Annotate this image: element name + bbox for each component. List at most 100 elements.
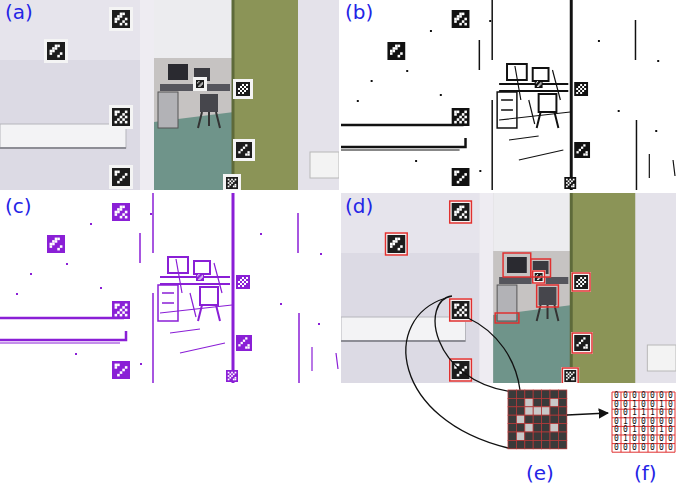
machine [497, 285, 517, 321]
floor-edge [499, 112, 570, 160]
hand-rail [0, 124, 126, 148]
arrow [567, 413, 608, 415]
marker-cell [550, 398, 558, 406]
photo-panel [0, 0, 339, 190]
marker-cell [525, 390, 533, 398]
wall [0, 0, 339, 190]
clutter-edge [176, 259, 222, 317]
noise-dot [430, 30, 432, 32]
table-cell: 0 [648, 444, 657, 453]
aruco-marker [233, 139, 255, 161]
binary-ground [0, 193, 339, 383]
aruco-marker [112, 301, 130, 319]
photo-panel [0, 193, 339, 383]
wall [298, 0, 339, 190]
marker-cell [558, 415, 566, 423]
table-cell: 0 [612, 426, 621, 435]
marker-cell [525, 440, 533, 448]
marker-cell [533, 415, 541, 423]
wall-light [341, 193, 479, 253]
wall [635, 193, 676, 383]
table-cell: 0 [639, 435, 648, 444]
aruco-marker [236, 335, 252, 351]
marker-cell [550, 407, 558, 415]
marker-cell [558, 440, 566, 448]
marker-cell [542, 424, 550, 432]
panel-label: (a) [5, 2, 33, 22]
noise-dot [489, 20, 491, 22]
table-cell: 0 [612, 418, 621, 427]
noise-dot [318, 323, 320, 325]
aruco-marker [44, 39, 68, 63]
table-cell: 0 [648, 426, 657, 435]
marker-cell [542, 440, 550, 448]
noise-dot [260, 233, 262, 235]
table-cell: 0 [648, 418, 657, 427]
aruco-marker [452, 108, 470, 126]
marker-cell [558, 407, 566, 415]
marker-cell [542, 398, 550, 406]
table-cell: 0 [639, 426, 648, 435]
table-cell: 0 [639, 392, 648, 401]
chair-legs [198, 112, 220, 128]
door-frame [140, 0, 154, 190]
door-edge [298, 213, 299, 383]
marker-cell [525, 432, 533, 440]
aruco-marker [112, 361, 130, 379]
noise-dot [371, 80, 373, 82]
aruco-marker [449, 200, 473, 224]
table-cell: 0 [639, 401, 648, 410]
door-edge [232, 193, 235, 383]
marker-crop [508, 390, 567, 449]
aruco-marker [384, 232, 408, 256]
marker-cell [542, 415, 550, 423]
chair [539, 287, 557, 305]
marker-cell [516, 415, 524, 423]
table-cell: 0 [657, 444, 666, 453]
noise-dot [406, 70, 408, 72]
rail-shadow [0, 147, 126, 149]
marker-cell [508, 415, 516, 423]
aruco-marker [452, 10, 470, 28]
table-cell: 0 [621, 444, 630, 453]
chair-edge [537, 94, 559, 128]
noise-dot [30, 273, 32, 275]
marker-cell [542, 432, 550, 440]
marker-cell [516, 432, 524, 440]
panel-label: (c) [5, 196, 32, 216]
table-cell: 0 [630, 435, 639, 444]
monitor [168, 64, 188, 80]
marker-cell [558, 432, 566, 440]
detected-marker-box [572, 273, 590, 291]
detected-marker-box [450, 201, 472, 223]
aruco-marker [223, 174, 241, 190]
aruco-marker [574, 142, 590, 158]
table-cell: 1 [657, 401, 666, 410]
table-cell: 0 [639, 444, 648, 453]
noise-dot [150, 213, 152, 215]
marker-cell [508, 407, 516, 415]
table-cell: 0 [630, 444, 639, 453]
table-cell: 0 [657, 392, 666, 401]
aruco-marker [193, 77, 207, 91]
photo-panel [341, 0, 676, 190]
table-cell: 0 [666, 426, 675, 435]
aruco-marker [226, 370, 238, 382]
marker-cell [533, 407, 541, 415]
zoom-curve [435, 296, 512, 392]
marker-cell [525, 398, 533, 406]
table-cell: 0 [639, 418, 648, 427]
detected-marker-box [385, 233, 407, 255]
marker-cell [558, 424, 566, 432]
aruco-marker [387, 42, 405, 60]
table-cell: 1 [621, 418, 630, 427]
clutter-edge [515, 66, 560, 124]
machine-edge [497, 92, 517, 128]
marker-cell [525, 424, 533, 432]
table-cell: 0 [648, 435, 657, 444]
noise-dot [618, 110, 620, 112]
panel-label: (e) [526, 463, 554, 483]
marker-cell [508, 440, 516, 448]
table-cell: 0 [612, 392, 621, 401]
noise-dot [75, 353, 77, 355]
